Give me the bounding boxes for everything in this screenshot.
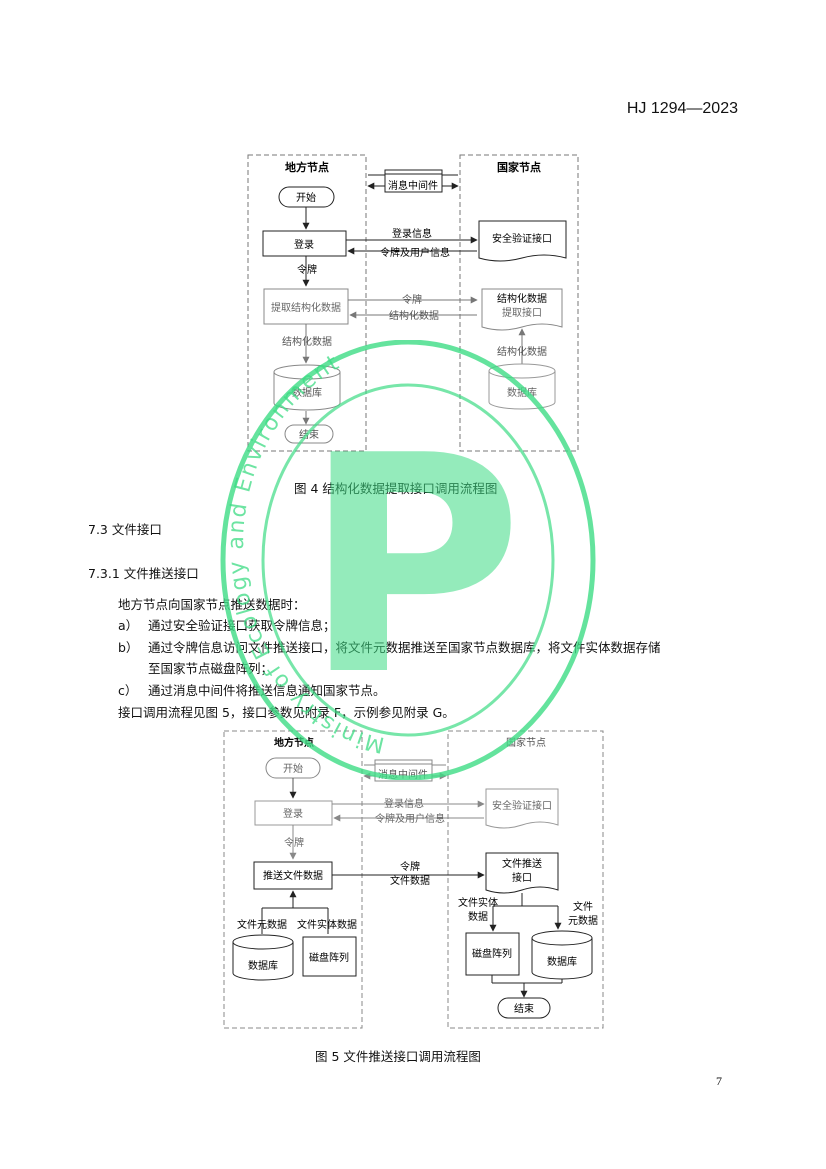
struct-back-label: 结构化数据: [389, 309, 439, 322]
struct-interface-shape: [481, 288, 563, 331]
token-user-label: 令牌及用户信息: [380, 246, 450, 259]
national-db-shape: [531, 938, 593, 980]
push-file-box: [253, 861, 333, 890]
push-interface-label-1: 文件推送: [502, 857, 542, 870]
list-item-a-text: 通过安全验证接口获取令牌信息；: [148, 618, 336, 633]
start-label: 开始: [283, 762, 303, 775]
extract-data-label: 提取结构化数据: [271, 301, 341, 314]
national-lane-title: 国家节点: [506, 736, 546, 749]
struct-interface-label-1: 结构化数据: [497, 292, 547, 305]
national-disk-label: 磁盘阵列: [472, 947, 512, 960]
national-db-label: 数据库: [507, 386, 537, 399]
end-node: [497, 997, 551, 1019]
auth-interface-shape: [478, 220, 567, 262]
entity-label-2: 数据: [468, 910, 488, 923]
figure-4-caption: 图 4 结构化数据提取接口调用流程图: [294, 481, 498, 496]
national-db-label: 数据库: [547, 955, 577, 968]
struct-interface-label-2: 提取接口: [502, 306, 542, 319]
paragraph-intro: 地方节点向国家节点推送数据时：: [118, 597, 306, 612]
push-interface-shape: [485, 852, 559, 894]
struct-down-label: 结构化数据: [282, 335, 332, 348]
auth-interface-shape: [485, 788, 559, 829]
file-entity-label: 文件实体数据: [297, 918, 357, 931]
auth-interface-label: 安全验证接口: [492, 799, 552, 812]
national-lane-title: 国家节点: [497, 160, 541, 174]
login-info-label: 登录信息: [384, 797, 424, 810]
token-user-label: 令牌及用户信息: [375, 812, 445, 825]
push-label-1: 令牌: [400, 860, 420, 873]
push-interface-label-2: 接口: [512, 871, 532, 884]
push-file-label: 推送文件数据: [263, 869, 323, 882]
meta-label-1: 文件: [573, 900, 593, 913]
login-label: 登录: [294, 238, 314, 251]
list-item-b-text-2: 至国家节点磁盘阵列；: [148, 661, 274, 676]
token2-label: 令牌: [402, 293, 422, 306]
local-lane-title: 地方节点: [274, 736, 314, 749]
meta-label-2: 元数据: [568, 914, 598, 927]
list-item-c-label: c）: [118, 683, 138, 698]
middleware-label: 消息中间件: [378, 768, 428, 781]
start-label: 开始: [296, 191, 316, 204]
local-disk-box: [302, 936, 357, 977]
struct-up-label: 结构化数据: [497, 345, 547, 358]
national-disk-box: [465, 932, 520, 976]
list-item-a-label: a）: [118, 618, 139, 633]
national-lane: [447, 730, 604, 1029]
login-info-label: 登录信息: [392, 227, 432, 240]
local-lane-title: 地方节点: [285, 160, 329, 174]
figure-5-caption: 图 5 文件推送接口调用流程图: [315, 1049, 481, 1064]
figure-5-diagram: 地方节点 国家节点 消息中间件 开始 登录 登录信息 令牌及用户信息 安全验证接…: [223, 730, 604, 1029]
push-label-2: 文件数据: [390, 874, 430, 887]
page-number: 7: [716, 1074, 722, 1088]
local-db-shape: [232, 942, 294, 981]
list-item-c-text: 通过消息中间件将推送信息通知国家节点。: [148, 683, 386, 698]
token-label: 令牌: [284, 836, 304, 849]
middleware-label: 消息中间件: [388, 179, 438, 192]
end-label: 结束: [514, 1002, 534, 1015]
list-item-b-text-1: 通过令牌信息访问文件推送接口，将文件元数据推送至国家节点数据库，将文件实体数据存…: [148, 640, 661, 655]
figure-4-diagram: 地方节点 国家节点 消息中间件 开始 登录 登录信息 令牌及用户信息 安全验证接…: [247, 154, 579, 452]
login-label: 登录: [283, 807, 303, 820]
auth-interface-label: 安全验证接口: [492, 232, 552, 245]
list-item-b-label: b）: [118, 640, 139, 655]
heading-7-3-1: 7.3.1 文件推送接口: [88, 566, 199, 581]
heading-7-3: 7.3 文件接口: [88, 522, 162, 537]
login-box: [262, 230, 347, 257]
end-label: 结束: [299, 428, 319, 441]
token-label: 令牌: [297, 263, 317, 276]
file-meta-label: 文件元数据: [237, 918, 287, 931]
local-disk-label: 磁盘阵列: [309, 951, 349, 964]
standard-number: HJ 1294—2023: [626, 100, 738, 117]
entity-label-1: 文件实体: [458, 896, 498, 909]
middleware-box: [384, 169, 443, 193]
local-db-label: 数据库: [292, 386, 322, 399]
local-db-label: 数据库: [248, 959, 278, 972]
login-box: [254, 800, 333, 826]
